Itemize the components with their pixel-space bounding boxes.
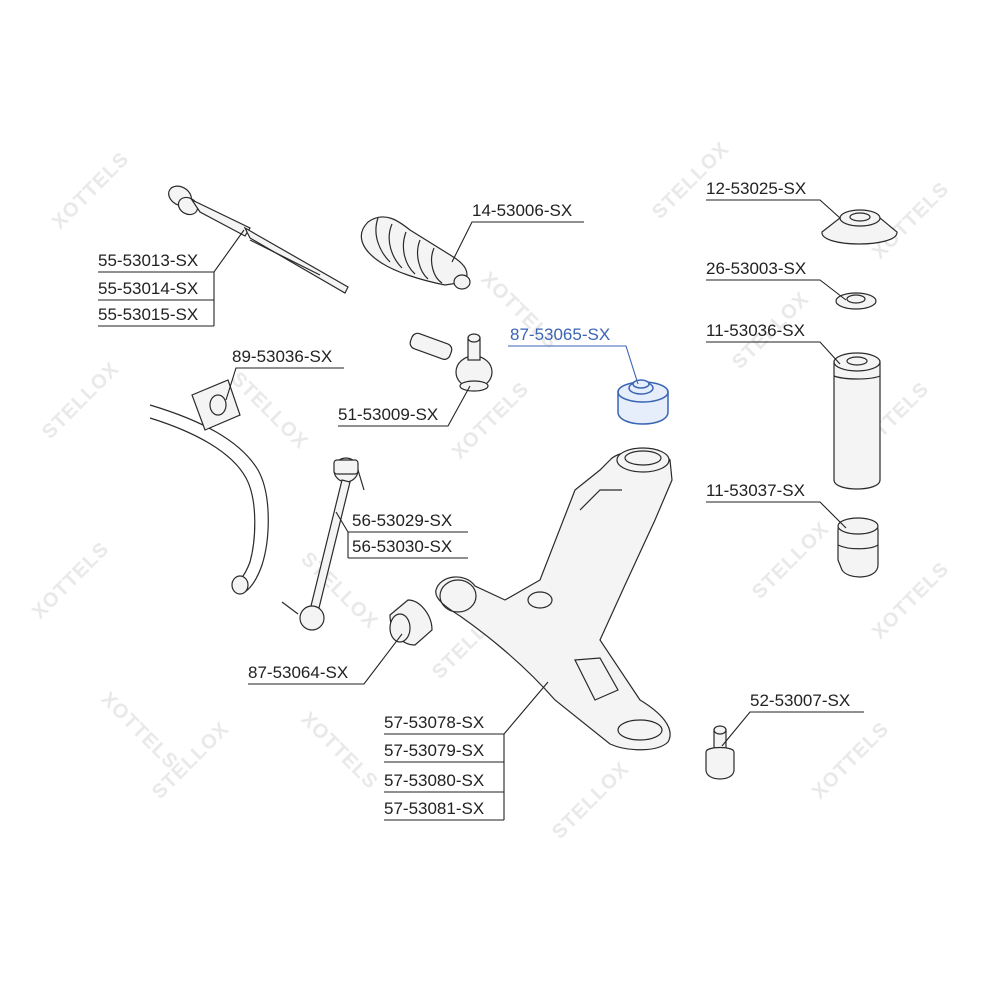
watermark-text: XOTTELS xyxy=(96,688,182,774)
watermark-text: STELLOX xyxy=(226,368,312,454)
label-control-arm-1[interactable]: 57-53078-SX xyxy=(384,713,484,732)
part-labels: 55-53013-SX 55-53014-SX 55-53015-SX 14-5… xyxy=(98,179,850,818)
steering-boot-drawing xyxy=(360,216,471,290)
stabilizer-bar-drawing xyxy=(149,404,269,595)
label-stab-link-1[interactable]: 56-53029-SX xyxy=(352,511,452,530)
watermark-text: XOTTELS xyxy=(868,558,954,644)
watermark-text: XOTTELS xyxy=(808,718,894,804)
ball-joint-drawing xyxy=(705,725,735,780)
watermark-text: XOTTELS xyxy=(296,708,382,794)
label-tie-rod-1[interactable]: 55-53013-SX xyxy=(98,251,198,270)
tie-rod-end-drawing xyxy=(409,332,493,392)
strut-mount-drawing xyxy=(821,209,898,245)
label-stab-bushing[interactable]: 89-53036-SX xyxy=(232,347,332,366)
label-control-arm-4[interactable]: 57-53081-SX xyxy=(384,799,484,818)
watermark-text: XOTTELS xyxy=(28,538,114,624)
label-bearing[interactable]: 26-53003-SX xyxy=(706,259,806,278)
watermark-layer: XOTTELS STELLOX XOTTELS STELLOX XOTTELS … xyxy=(28,138,954,844)
bearing-drawing xyxy=(835,292,877,310)
watermark-text: STELLOX xyxy=(548,758,634,844)
label-tie-rod-2[interactable]: 55-53014-SX xyxy=(98,279,198,298)
label-bump-stop[interactable]: 11-53037-SX xyxy=(706,481,805,500)
highlighted-bushing-drawing xyxy=(617,379,669,425)
label-stab-link-2[interactable]: 56-53030-SX xyxy=(352,537,452,556)
bump-stop-drawing xyxy=(837,517,879,578)
watermark-text: XOTTELS xyxy=(448,378,534,464)
label-strut-mount[interactable]: 12-53025-SX xyxy=(706,179,806,198)
leader-lines xyxy=(98,199,864,821)
dust-boot-drawing xyxy=(833,352,881,490)
control-arm-drawing xyxy=(435,447,673,751)
watermark-text: STELLOX xyxy=(38,358,124,444)
label-control-arm-2[interactable]: 57-53079-SX xyxy=(384,741,484,760)
inner-tie-rod-drawing xyxy=(168,185,349,294)
front-bushing-drawing xyxy=(389,599,433,646)
label-tie-rod-3[interactable]: 55-53015-SX xyxy=(98,305,198,324)
stabilizer-link-drawing xyxy=(281,457,365,631)
label-tie-rod-end[interactable]: 51-53009-SX xyxy=(338,405,438,424)
label-highlight-bushing[interactable]: 87-53065-SX xyxy=(510,325,610,344)
label-dust-boot[interactable]: 11-53036-SX xyxy=(706,321,805,340)
label-control-arm-3[interactable]: 57-53080-SX xyxy=(384,771,484,790)
watermark-text: XOTTELS xyxy=(48,148,134,234)
label-ball-joint[interactable]: 52-53007-SX xyxy=(750,691,850,710)
label-front-bushing[interactable]: 87-53064-SX xyxy=(248,663,348,682)
watermark-text: STELLOX xyxy=(748,518,834,604)
label-boot[interactable]: 14-53006-SX xyxy=(472,201,572,220)
